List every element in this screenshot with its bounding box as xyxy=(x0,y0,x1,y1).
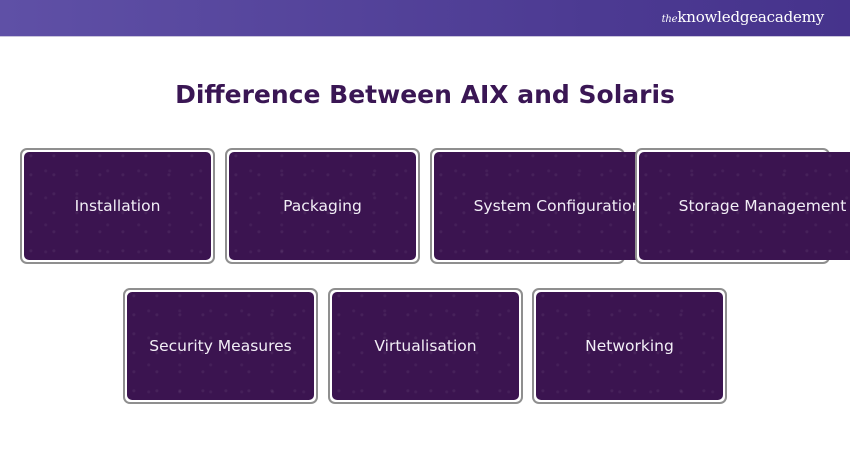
logo-main: knowledgeacademy xyxy=(677,8,824,26)
page-title: Difference Between AIX and Solaris xyxy=(175,80,675,109)
logo-prefix: the xyxy=(661,14,678,25)
card-system-configuration: System Configuration xyxy=(430,148,651,264)
card-installation: Installation xyxy=(20,148,215,264)
brand-logo: theknowledgeacademy xyxy=(661,8,825,26)
card-label: System Configuration xyxy=(434,152,681,260)
card-storage-management: Storage Management xyxy=(635,148,850,264)
card-label: Installation xyxy=(24,152,211,260)
card-label: Packaging xyxy=(229,152,416,260)
card-networking: Networking xyxy=(532,288,727,404)
card-label: Networking xyxy=(536,292,723,400)
card-virtualisation: Virtualisation xyxy=(328,288,523,404)
card-label: Storage Management xyxy=(639,152,850,260)
header-bar: theknowledgeacademy xyxy=(0,0,850,37)
card-label: Security Measures xyxy=(127,292,314,400)
card-packaging: Packaging xyxy=(225,148,420,264)
card-label: Virtualisation xyxy=(332,292,519,400)
card-security-measures: Security Measures xyxy=(123,288,318,404)
